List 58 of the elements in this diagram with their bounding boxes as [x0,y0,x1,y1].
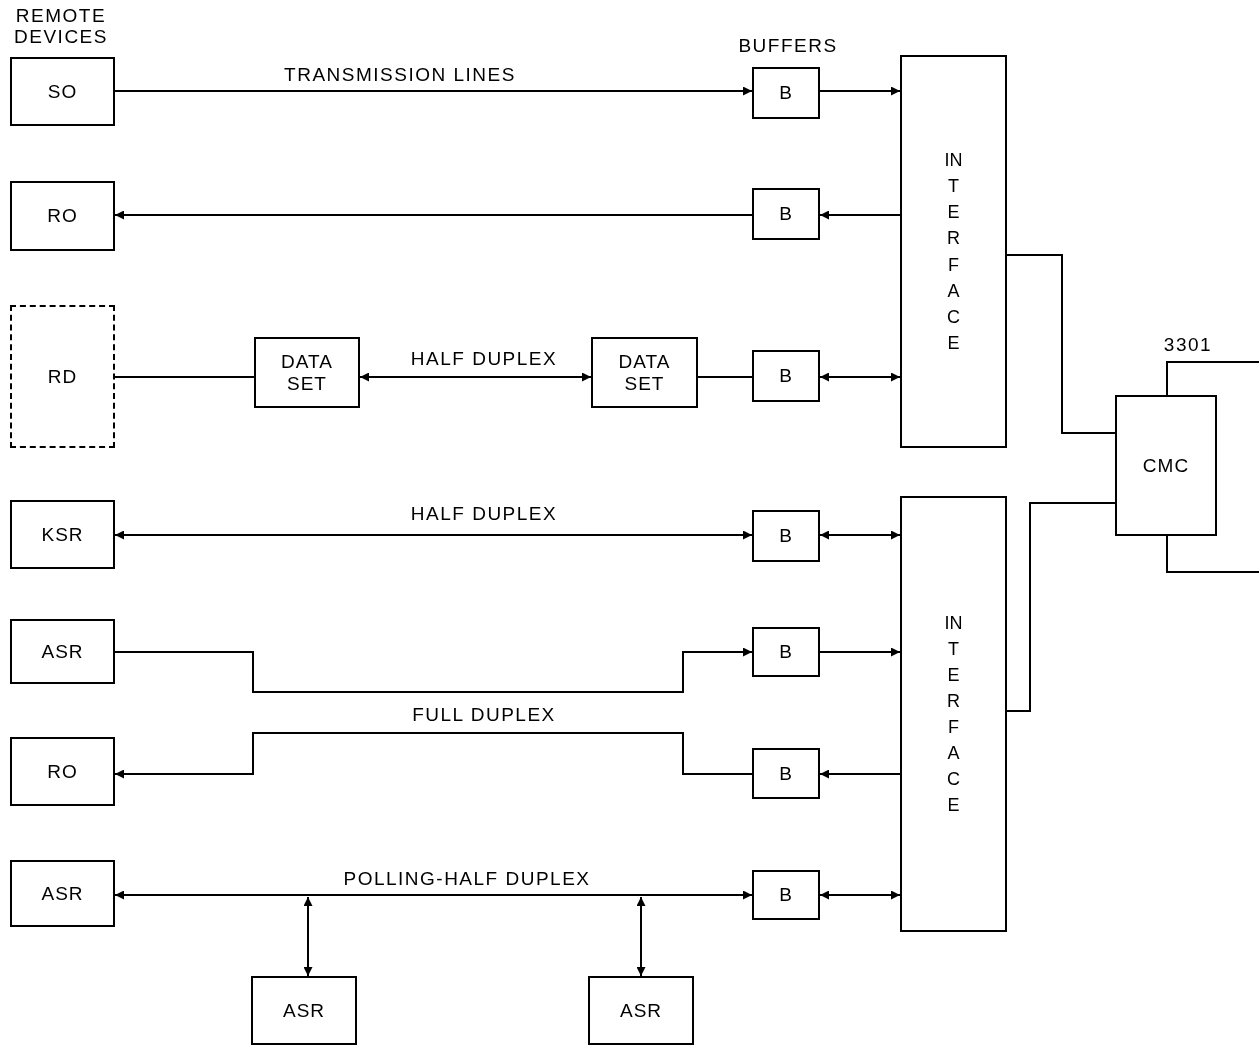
box-label: DATA SET [280,350,334,395]
buffer-box [752,67,820,119]
box-label: B [779,203,793,225]
data-set-box [591,337,698,408]
interface-box [900,55,1007,448]
box-label: B [779,525,793,547]
box-label: B [779,762,793,785]
device-box [251,976,357,1045]
buffer-box [752,870,820,920]
connector-arrow [114,210,753,220]
box-label: ASR [619,999,663,1022]
connector-arrow [359,372,592,382]
interface-box [900,496,1007,932]
controller-box [1115,395,1217,536]
connector-arrow [114,530,753,540]
box-label: ASR [282,999,326,1022]
device-box [10,500,115,569]
box-label: B [779,365,793,387]
box-label: B [779,82,793,104]
box-label: CMC [1142,454,1190,477]
buffer-box [752,510,820,562]
device-box [10,619,115,684]
connector-arrow [819,372,901,382]
buffer-box [752,627,820,677]
box-label: SO [47,80,78,103]
connector-arrow [819,86,901,96]
device-box [10,737,115,806]
device-box [10,305,115,448]
connector-arrow [819,769,901,779]
box-label: RD [47,365,78,388]
connector-arrow [636,896,646,977]
connector-arrow [819,647,901,657]
buffer-box [752,188,820,240]
box-label: INTERFACE [944,149,963,355]
box-label: B [779,641,793,663]
connector-arrow [114,647,753,693]
box-label: B [779,884,793,906]
box-label: INTERFACE [944,611,963,818]
box-label: ASR [41,882,84,905]
data-set-box [254,337,360,408]
device-box [10,860,115,927]
connector-arrow [819,890,901,900]
box-label: RO [47,205,78,227]
device-box [10,57,115,126]
connector-arrow [819,210,901,220]
box-label: RO [47,760,78,783]
box-label: ASR [41,640,84,663]
buffer-box [752,350,820,402]
device-box [588,976,694,1045]
connector-arrow [114,732,753,779]
connector-arrow [114,890,753,900]
connector-arrow [114,86,753,96]
device-box [10,181,115,251]
connector-arrow [819,530,901,540]
box-label: DATA SET [617,350,672,395]
box-label: KSR [41,523,84,546]
connector-arrow [303,896,313,977]
buffer-box [752,748,820,799]
